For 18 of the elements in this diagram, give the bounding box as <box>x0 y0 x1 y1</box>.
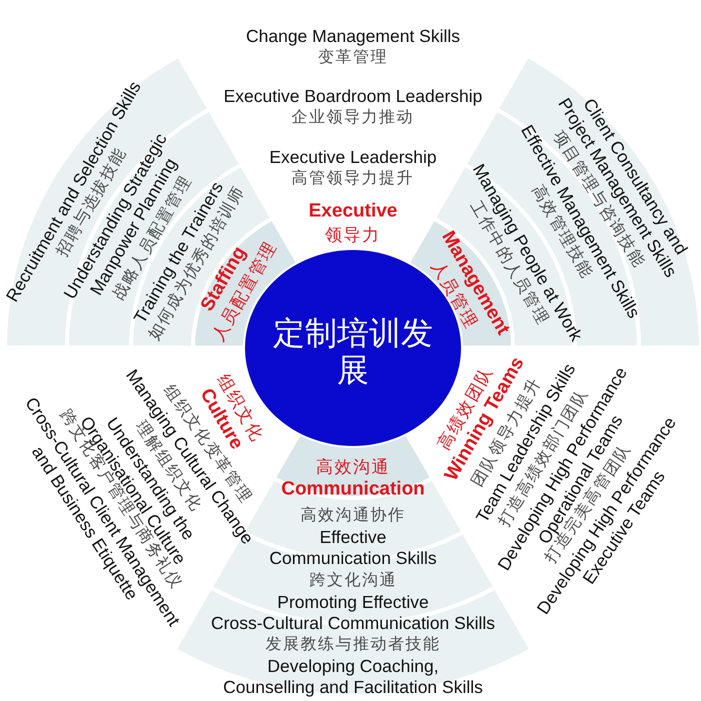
skill-label: 变革管理 <box>318 48 388 68</box>
skill-label: 发展教练与推动者技能 <box>266 635 440 656</box>
skill-label: Change Management Skills <box>246 26 460 48</box>
skill-label: Promoting Effective Cross-Cultural Communication Skills <box>210 592 496 635</box>
category-label: Communication <box>281 478 425 502</box>
category-label: Executive <box>308 200 398 224</box>
skill-label: Executive Leadership <box>269 146 437 168</box>
title-text: 定制培训发展 <box>272 315 434 389</box>
skill-label: 高效沟通协作 <box>300 506 406 526</box>
skill-label: Effective Communication Skills <box>268 527 438 570</box>
skill-label: 高管领导力提升 <box>292 169 414 190</box>
category-label: 高效沟通 <box>316 456 390 478</box>
skill-label: 跨文化沟通 <box>309 571 397 592</box>
ring-segment <box>276 435 430 496</box>
category-label: 领导力 <box>325 224 381 246</box>
skill-label: 企业领导力推动 <box>292 108 414 128</box>
skill-label: Executive Boardroom Leadership <box>224 86 482 108</box>
skill-label: Developing Coaching, Counselling and Facilitation Skills <box>222 656 484 699</box>
